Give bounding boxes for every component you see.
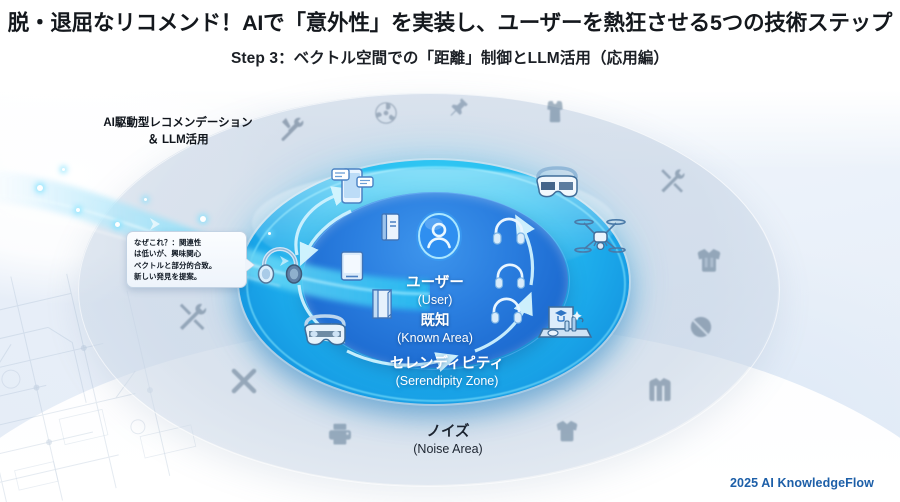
serendipity-label-jp: セレンディピティ — [389, 356, 505, 372]
ball-icon — [688, 314, 714, 340]
headphones-icon-2 — [494, 262, 526, 290]
shirt-icon — [694, 246, 724, 276]
noise-zone-label: ノイズ (Noise Area) — [378, 424, 518, 457]
vr-headset-left-icon — [299, 311, 351, 353]
drone-icon — [572, 213, 628, 261]
headphones-premium-icon — [257, 243, 303, 285]
user-avatar-icon — [413, 208, 465, 264]
particle-dot — [200, 216, 206, 222]
callout-line-2: は低いが、興味関心 — [134, 249, 202, 259]
book-icon — [379, 212, 403, 242]
callout-line-4: 新しい発見を提案。 — [134, 271, 202, 281]
page-title: 脱・退屈なリコメンド！AIで「意外性」を実装し、ユーザーを熱狂させる5つの技術ス… — [7, 11, 893, 35]
scissors-cross-icon — [228, 365, 260, 397]
fan-icon — [373, 100, 399, 126]
noise-label-jp: ノイズ — [426, 424, 470, 440]
known-zone-label: 既知 (Known Area) — [360, 313, 510, 346]
pin-icon — [448, 95, 470, 119]
user-label-en: (User) — [417, 292, 453, 307]
callout-line-3: ベクトルと部分的合致。 — [134, 260, 217, 270]
particle-dot — [115, 222, 120, 227]
vr-headset-top-icon — [531, 163, 583, 205]
headphones-icon-1 — [492, 216, 526, 246]
tools-icon — [278, 114, 308, 144]
callout-line-1: なぜこれ？：関連性 — [134, 238, 202, 247]
particle-dot — [144, 198, 147, 201]
particle-dot — [37, 185, 43, 191]
known-label-jp: 既知 — [420, 313, 450, 329]
particle-dot — [76, 208, 80, 212]
known-label-en: (Known Area) — [397, 330, 473, 345]
hammer-wrench-icon — [175, 300, 209, 334]
serendipity-callout: なぜこれ？：関連性 は低いが、興味関心 ベクトルと部分的合致。 新しい発見を提案… — [126, 231, 247, 288]
serendipity-zone-label: セレンディピティ (Serendipity Zone) — [352, 356, 542, 389]
title-block: 脱・退屈なリコメンド！AIで「意外性」を実装し、ユーザーを熱狂させる5つの技術ス… — [0, 10, 900, 68]
page-subtitle: Step 3：ベクトル空間での「距離」制御とLLM活用（応用編） — [230, 49, 670, 67]
ai-label-line2: ＆ LLM活用 — [147, 133, 209, 146]
footer-credit: 2025 AI KnowledgeFlow — [729, 476, 874, 490]
wrench-screwdriver-icon — [657, 166, 687, 196]
smartphone-chat-icon — [330, 163, 376, 207]
laptop-lab-icon — [535, 299, 593, 347]
ai-recommendation-label: AI駆動型レコメンデーション ＆ LLM活用 — [88, 115, 268, 148]
user-label-jp: ユーザー — [406, 275, 464, 291]
user-zone-label: ユーザー (User) — [360, 275, 510, 308]
noise-label-en: (Noise Area) — [413, 441, 483, 456]
ai-label-line1: AI駆動型レコメンデーション — [103, 117, 253, 129]
jacket-icon — [645, 375, 675, 405]
tanktop-icon — [541, 98, 569, 126]
tshirt-icon — [553, 418, 581, 446]
printer-icon — [325, 420, 355, 448]
serendipity-label-en: (Serendipity Zone) — [395, 373, 499, 388]
particle-dot — [62, 168, 65, 171]
